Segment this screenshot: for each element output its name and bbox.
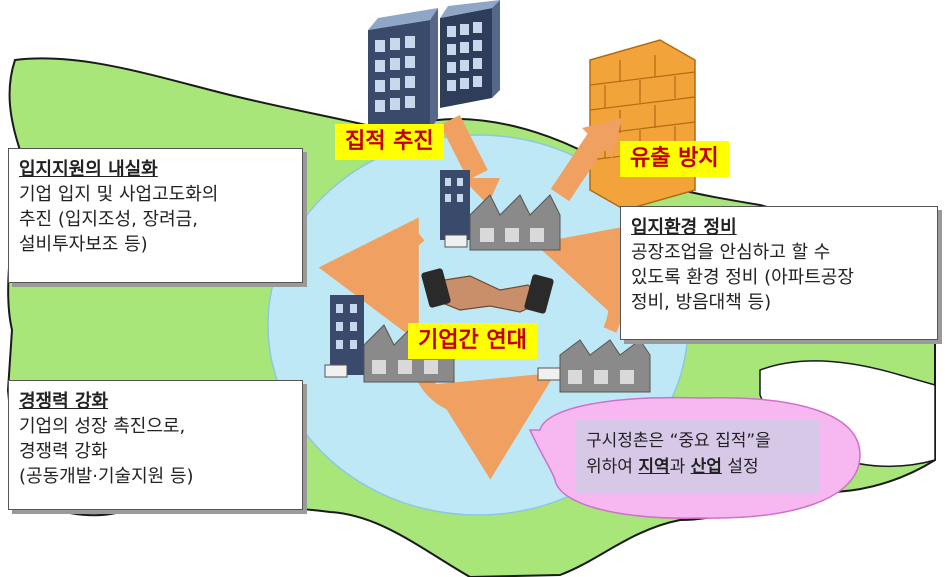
designation-line1: 구시정촌은 “중요 집적”을 xyxy=(586,431,771,451)
competitiveness-callout: 경쟁력 강화 기업의 성장 촉진으로, 경쟁력 강화 (공동개발·기술지원 등) xyxy=(8,380,303,510)
agglomeration-label: 집적 추진 xyxy=(335,124,444,160)
cooperation-label: 기업간 연대 xyxy=(408,323,537,359)
designation-line2-suffix: 설정 xyxy=(721,457,759,477)
competitiveness-line: (공동개발·기술지원 등) xyxy=(19,466,194,487)
designation-and: 과 xyxy=(669,457,691,477)
competitiveness-line: 경쟁력 강화 xyxy=(19,441,108,462)
designation-region: 지역 xyxy=(638,457,670,477)
location-support-callout: 입지지원의 내실화 기업 입지 및 사업고도화의 추진 (입지조성, 장려금, … xyxy=(8,148,303,283)
designation-bubble xyxy=(528,396,861,519)
location-support-line: 추진 (입지조성, 장려금, xyxy=(19,209,198,230)
environment-line: 정비, 방음대책 등) xyxy=(631,292,772,313)
environment-line: 공장조업을 안심하고 할 수 xyxy=(631,242,831,263)
environment-line: 있도록 환경 정비 (아파트공장 xyxy=(631,267,854,288)
outflow-prevention-label: 유출 방지 xyxy=(620,141,729,177)
designation-industry: 산업 xyxy=(690,457,722,477)
designation-line2-prefix: 위하여 xyxy=(586,457,639,477)
environment-callout: 입지환경 정비 공장조업을 안심하고 할 수 있도록 환경 정비 (아파트공장 … xyxy=(620,206,938,340)
environment-title: 입지환경 정비 xyxy=(631,217,737,238)
handshake-icon xyxy=(421,268,554,314)
location-support-line: 기업 입지 및 사업고도화의 xyxy=(19,184,219,205)
outflow-arrow xyxy=(550,118,622,202)
factory-icon xyxy=(537,339,651,393)
office-buildings-icon xyxy=(368,0,500,140)
factory-icon xyxy=(440,170,561,251)
designation-text: 구시정촌은 “중요 집적”을 위하여 지역과 산업 설정 xyxy=(586,428,771,480)
competitiveness-line: 기업의 성장 촉진으로, xyxy=(19,416,186,437)
location-support-line: 설비투자보조 등) xyxy=(19,234,148,255)
competitiveness-title: 경쟁력 강화 xyxy=(19,391,109,412)
location-support-title: 입지지원의 내실화 xyxy=(19,159,158,180)
